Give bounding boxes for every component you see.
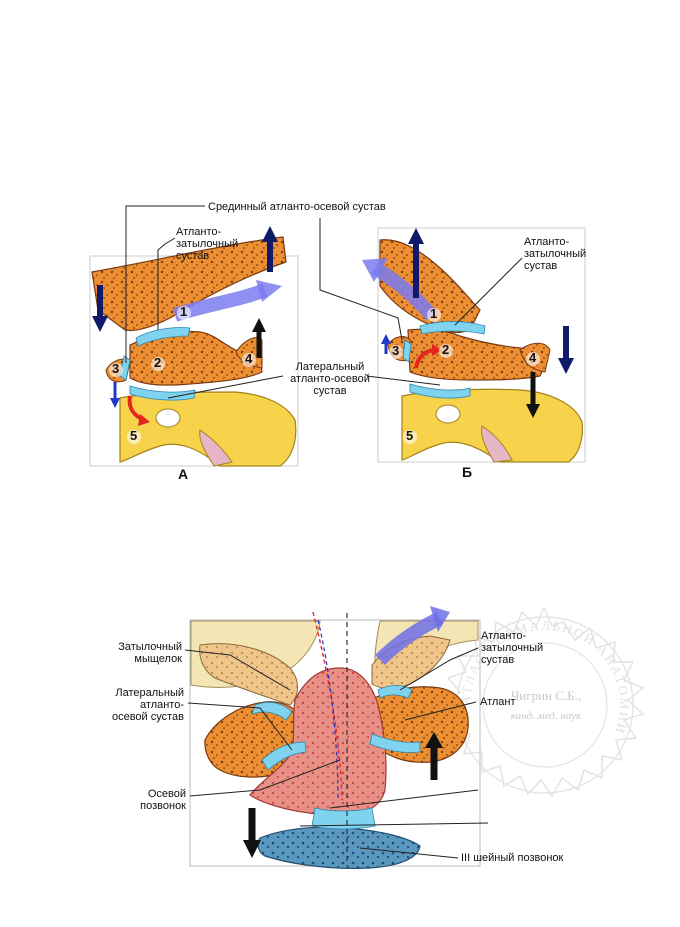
bone-number-3-a: 3: [112, 361, 120, 376]
bottom-leader-lines: [184, 647, 489, 859]
bone-number-5-a: 5: [130, 428, 138, 443]
label-atlanto-occipital-b: Атланто- затылочный сустав: [524, 236, 587, 272]
bone-numbers: [109, 306, 540, 444]
label-atlas: Атлант: [480, 696, 516, 708]
label-lateral-joint-bottom: Латеральный атланто- осевой сустав: [111, 687, 184, 723]
top-leader-lines: [125, 205, 523, 399]
seal-center-line2: канд. мед. наук: [510, 710, 582, 722]
panel-b-arrows: [362, 228, 574, 418]
bone-number-1-a: 1: [180, 304, 188, 319]
label-axis: Осевой позвонок: [140, 788, 186, 812]
bone-number-2-a: 2: [154, 355, 162, 370]
bone-number-5-b: 5: [406, 428, 414, 443]
seal-center-line1: Чигрин С.Б.,: [510, 688, 582, 703]
panel-a-anatomy: [91, 236, 297, 467]
label-occipital-condyle: Затылочный мыщелок: [118, 641, 182, 665]
label-c3: III шейный позвонок: [461, 852, 564, 864]
bone-number-4-a: 4: [245, 351, 253, 366]
label-atlanto-occipital-bottom: Атланто- затылочный сустав: [481, 630, 544, 666]
label-median-joint: Срединный атланто-осевой сустав: [208, 201, 386, 213]
label-atlanto-occipital-a: Атланто- затылочный сустав: [176, 226, 239, 262]
bone-number-2-b: 2: [442, 342, 450, 357]
bone-number-1-b: 1: [430, 306, 438, 321]
label-lateral-joint-top: Латеральный атланто-осевой сустав: [290, 361, 370, 397]
panel-a-arrows: [92, 226, 282, 426]
bone-number-3-b: 3: [392, 343, 400, 358]
panel-letter-b: Б: [462, 464, 473, 480]
panel-letter-a: А: [178, 466, 189, 482]
bone-number-4-b: 4: [529, 350, 537, 365]
